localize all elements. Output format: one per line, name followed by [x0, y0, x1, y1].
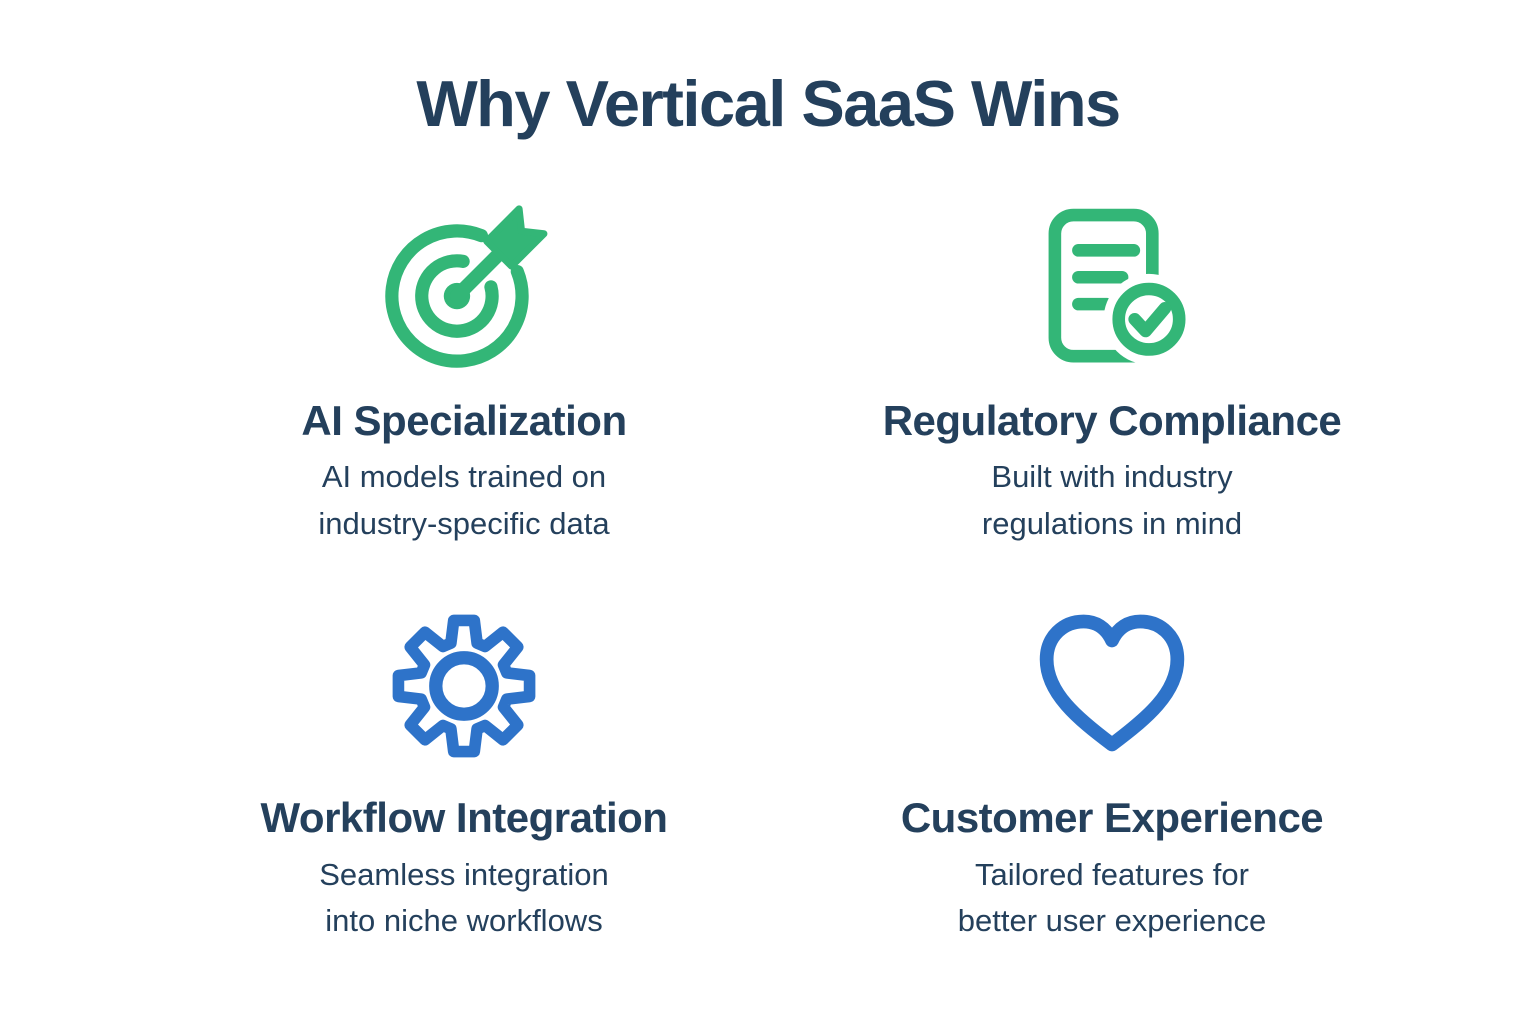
feature-heading: Customer Experience: [900, 794, 1324, 842]
feature-description: Seamless integration into niche workflow…: [319, 856, 609, 939]
feature-heading: Regulatory Compliance: [882, 397, 1342, 445]
feature-card-customer-experience: Customer Experience Tailored features fo…: [788, 593, 1436, 944]
feature-card-ai-specialization: AI Specialization AI models trained on i…: [140, 196, 788, 547]
gear-icon: [140, 593, 788, 779]
feature-description: Built with industry regulations in mind: [981, 459, 1243, 541]
feature-card-workflow-integration: Workflow Integration Seamless integratio…: [140, 593, 788, 944]
feature-heading: Workflow Integration: [260, 794, 668, 842]
feature-description: AI models trained on industry-specific d…: [318, 459, 610, 541]
heart-icon: [788, 593, 1436, 779]
document-check-icon: [788, 196, 1436, 382]
feature-description: Tailored features for better user experi…: [957, 856, 1267, 939]
features-grid: AI Specialization AI models trained on i…: [140, 196, 1436, 944]
feature-card-regulatory-compliance: Regulatory Compliance Built with industr…: [788, 196, 1436, 547]
feature-heading: AI Specialization: [301, 397, 627, 445]
target-icon: [140, 196, 788, 382]
page-title: Why Vertical SaaS Wins: [416, 67, 1121, 140]
